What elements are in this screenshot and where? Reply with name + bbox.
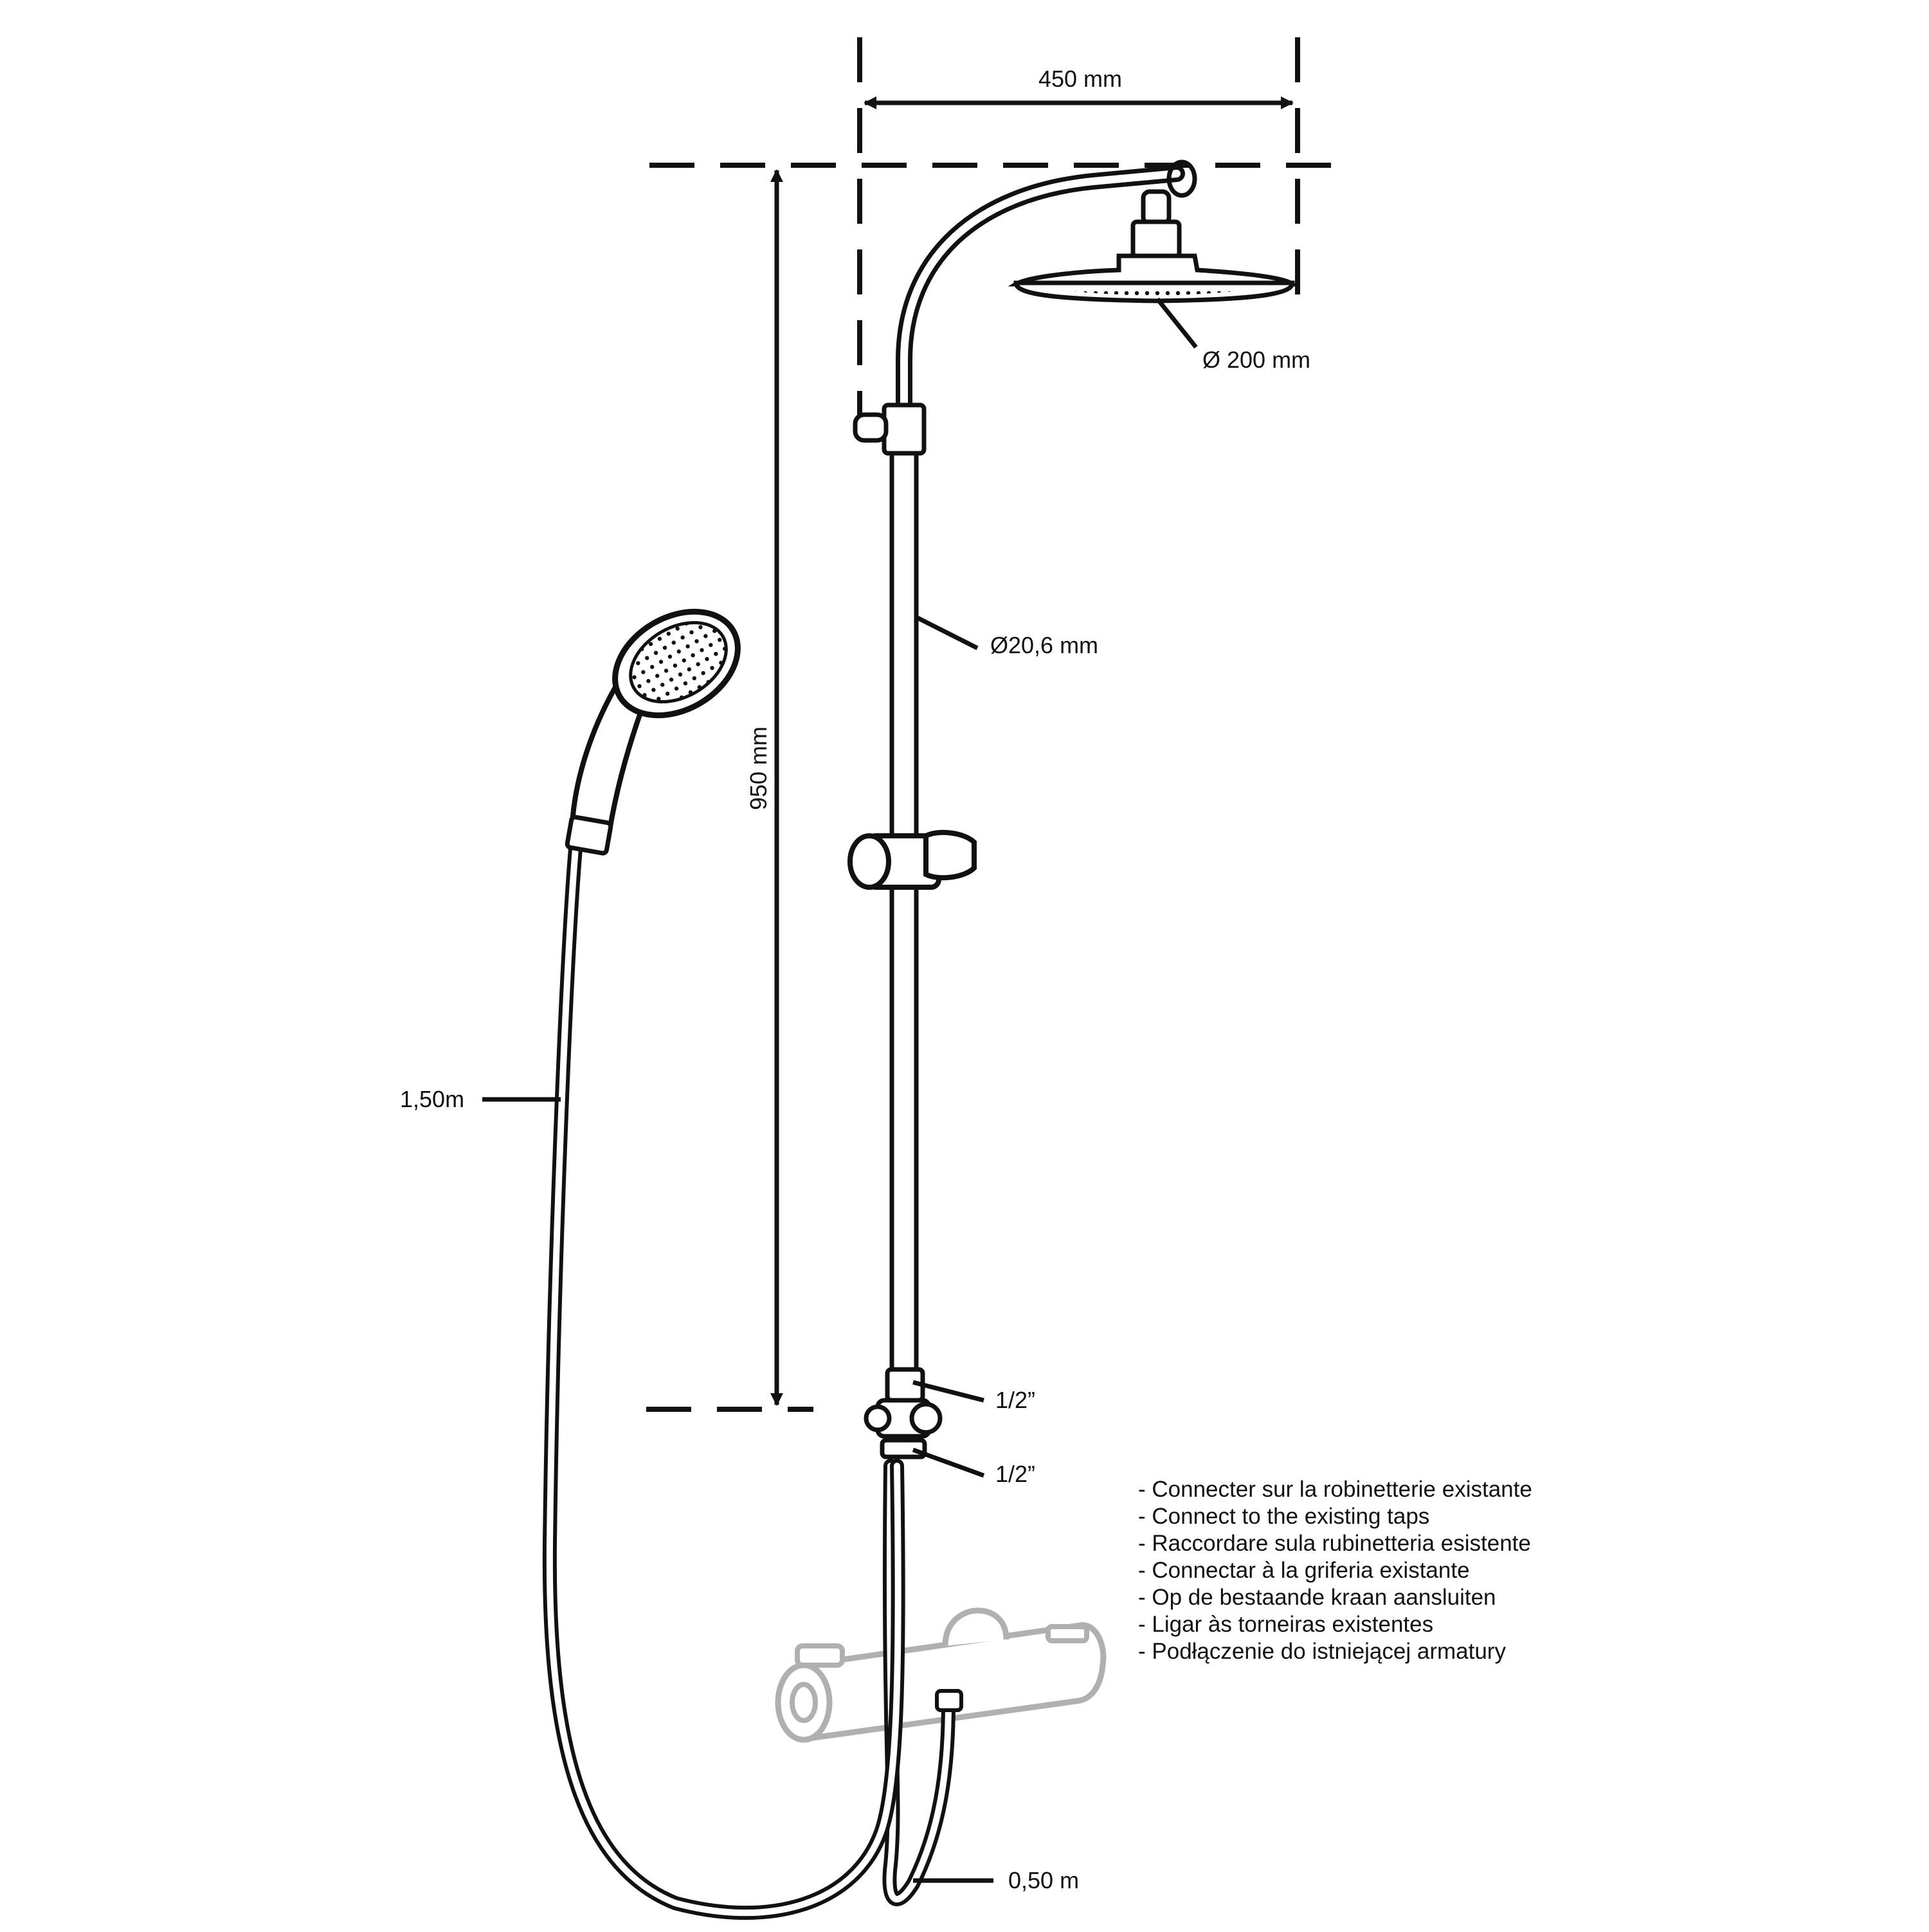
head-nozzles	[1048, 287, 1267, 296]
guide-lines	[646, 37, 1357, 1412]
note-pl: - Podłączenie do istniejącej armatury	[1138, 1639, 1506, 1664]
rail-top-bracket-knob	[853, 412, 889, 443]
shower-arm-tube-inner	[900, 170, 1181, 454]
note-fr: - Connecter sur la robinetterie existant…	[1138, 1477, 1532, 1502]
rail-tube	[889, 447, 919, 1378]
hand-shower-head-face	[629, 620, 728, 704]
arm-elbow	[1166, 159, 1197, 198]
upper-thread-label: 1/2”	[995, 1387, 1035, 1413]
note-es: - Connectar à la griferia existante	[1138, 1558, 1470, 1583]
installation-notes: - Connecter sur la robinetterie existant…	[1138, 1477, 1532, 1664]
note-en: - Connect to the existing taps	[1138, 1504, 1429, 1529]
head-body	[1008, 253, 1298, 287]
shower-arm-tube	[896, 165, 1185, 458]
lower-thread-label: 1/2”	[995, 1461, 1035, 1487]
long-hose: 1,50m	[400, 842, 905, 1920]
pipe-diameter-label: Ø20,6 mm	[990, 632, 1098, 658]
upper-thread-leader	[912, 1380, 984, 1403]
short-hose-label: 0,50 m	[1008, 1867, 1079, 1893]
note-pt: - Ligar às torneiras existentes	[1138, 1612, 1433, 1637]
rail-top-bracket	[882, 402, 927, 456]
head-diameter-leader	[1155, 297, 1198, 349]
hand-shower-slider	[847, 829, 977, 890]
pipe-diameter-leader	[915, 615, 979, 651]
hand-shower	[565, 608, 741, 856]
note-nl: - Op de bestaande kraan aansluiten	[1138, 1585, 1496, 1610]
width-dimension-label: 450 mm	[1038, 66, 1122, 92]
hand-shower-collar	[565, 815, 613, 856]
diverter-fitting	[864, 1398, 943, 1459]
note-it: - Raccordare sula rubinetteria esistente	[1138, 1531, 1531, 1556]
head-diameter-label: Ø 200 mm	[1202, 347, 1310, 373]
long-hose-label: 1,50m	[400, 1086, 464, 1112]
head-connector	[1130, 219, 1182, 259]
height-dimension-label: 950 mm	[745, 727, 772, 810]
thermostatic-mixer-ghost	[775, 1607, 1107, 1743]
head-swivel-joint	[1141, 189, 1172, 226]
riser-rail: Ø20,6 mm 1/2” 1/2”	[847, 402, 1098, 1487]
dimension-arrows	[770, 96, 1294, 1406]
overhead-shower: Ø 200 mm	[896, 159, 1310, 458]
lower-thread-leader	[912, 1447, 985, 1478]
